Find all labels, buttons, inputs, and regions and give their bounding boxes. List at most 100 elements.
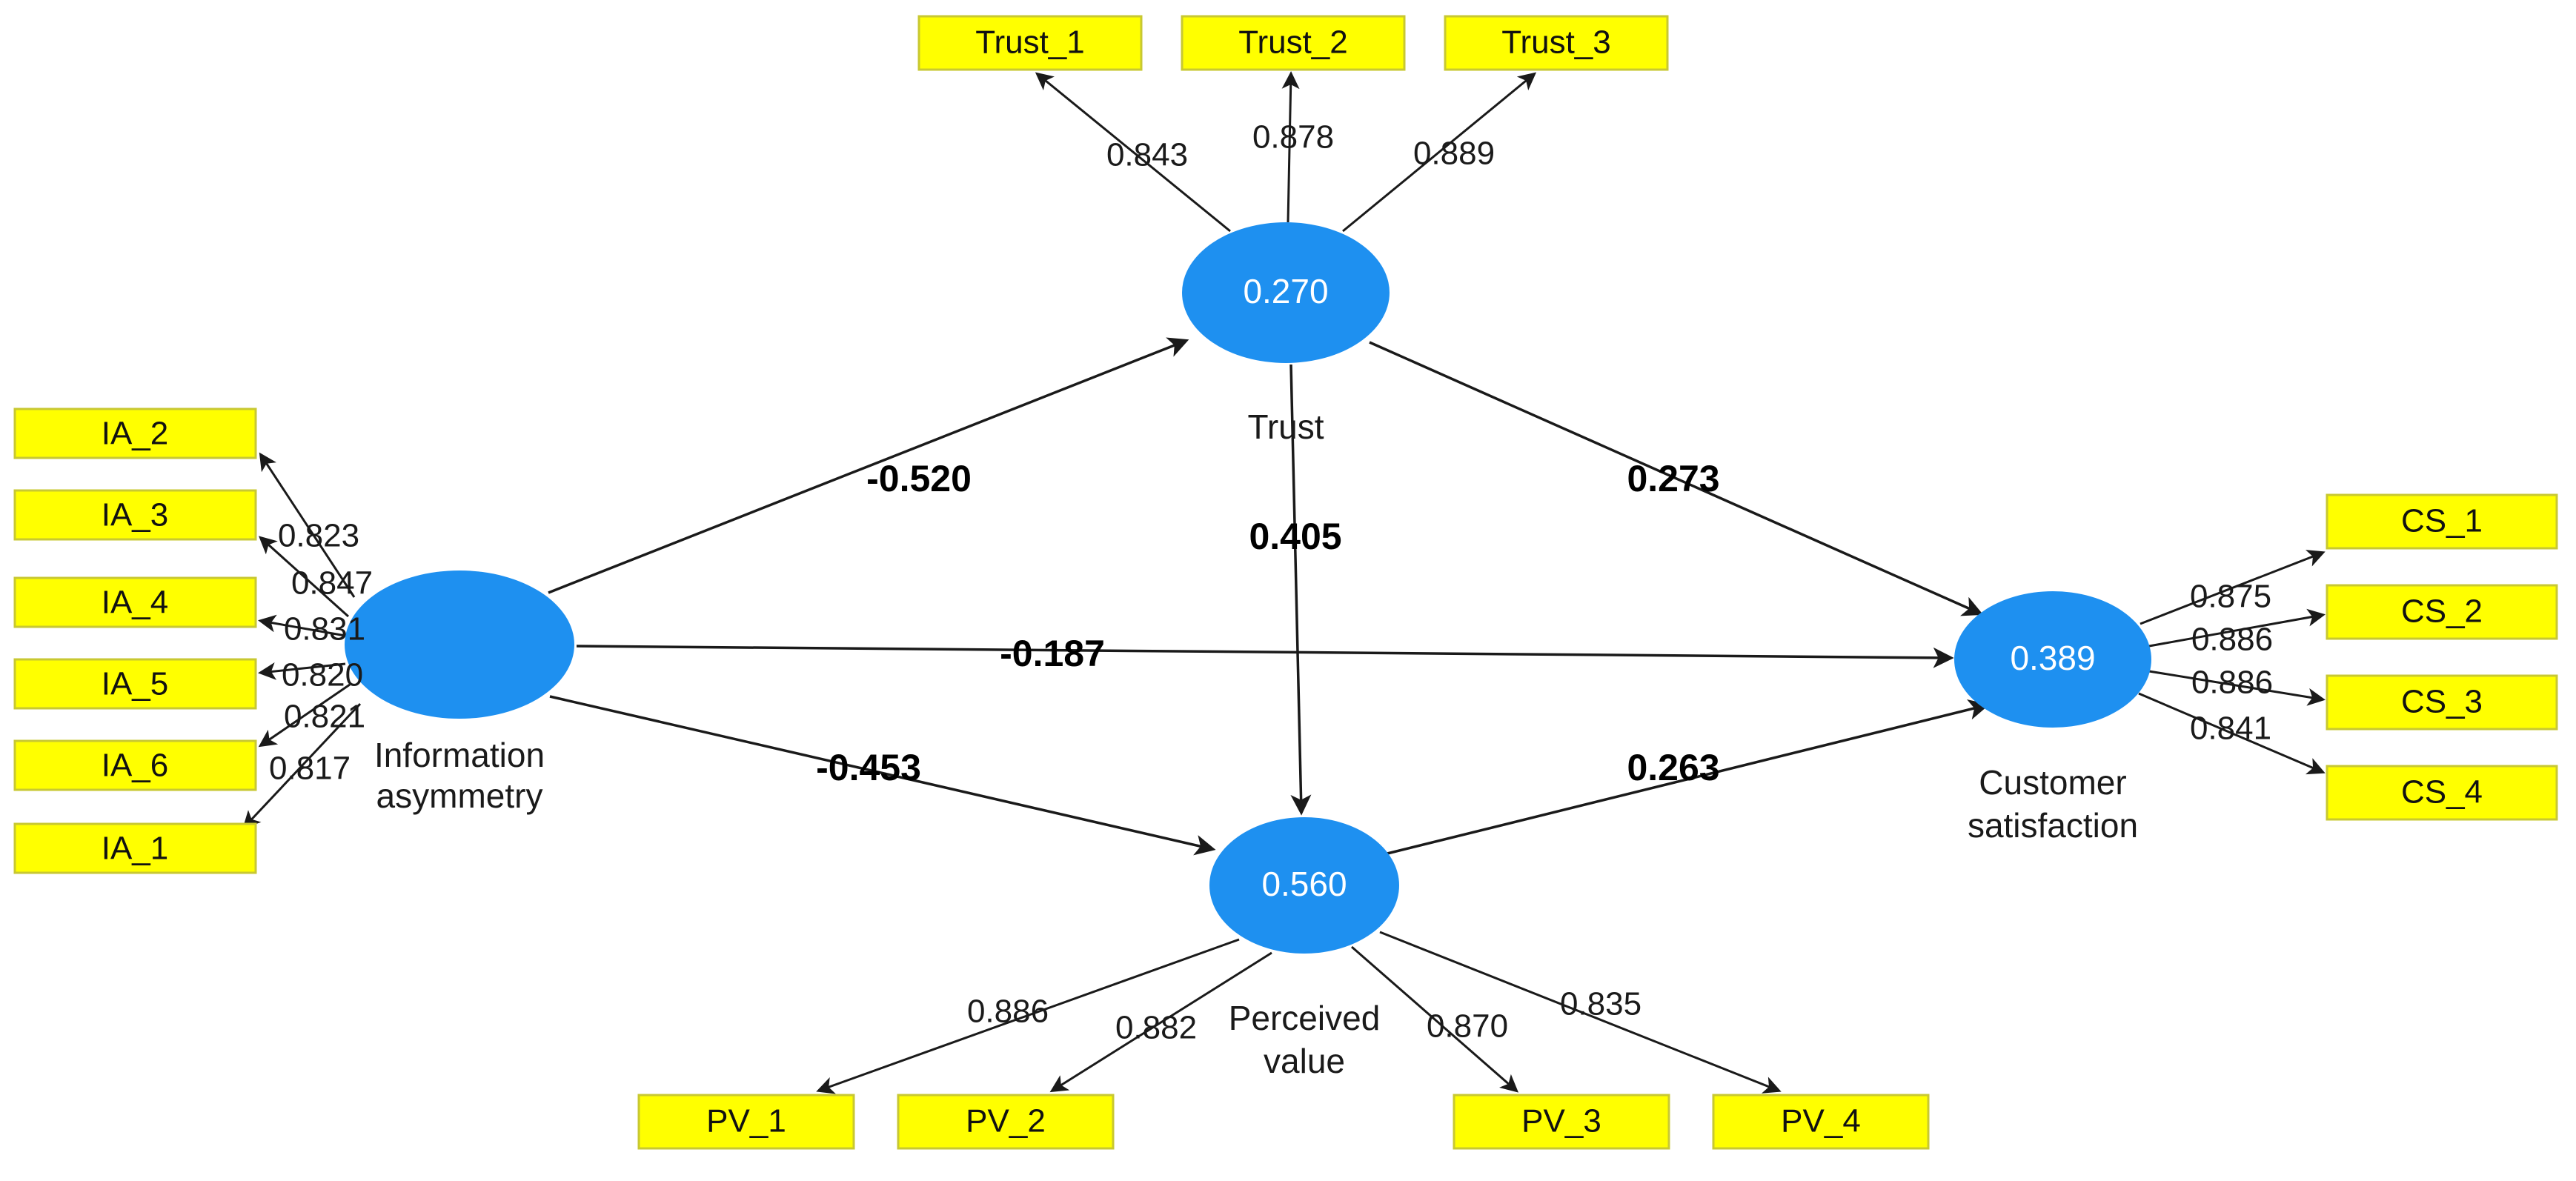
indicator-ia3[interactable]: IA_3 (13, 489, 257, 541)
construct-name-line2: value (1264, 1042, 1345, 1080)
loading-label-cs2: 0.886 (2191, 622, 2273, 658)
indicator-label: CS_3 (2401, 684, 2483, 720)
construct-name-line1: Customer (1979, 763, 2126, 802)
indicator-rect[interactable] (917, 15, 1143, 71)
indicator-rect[interactable] (13, 739, 257, 791)
indicator-label: IA_5 (102, 666, 169, 702)
indicator-ia2[interactable]: IA_2 (13, 407, 257, 459)
indicator-rect[interactable] (13, 822, 257, 874)
indicator-trust3[interactable]: Trust_3 (1444, 15, 1669, 71)
construct-ellipse[interactable] (1209, 817, 1399, 954)
indicator-pv4[interactable]: PV_4 (1712, 1094, 1930, 1150)
loading-label-trust1: 0.843 (1106, 137, 1188, 173)
indicator-trust1[interactable]: Trust_1 (917, 15, 1143, 71)
indicator-ia4[interactable]: IA_4 (13, 576, 257, 628)
indicator-label: Trust_3 (1501, 24, 1611, 61)
path-coefficient-labels: -0.520 -0.187 -0.453 0.405 0.273 0.263 (816, 458, 1719, 788)
indicator-rect[interactable] (637, 1094, 855, 1150)
edge-cs-cs4 (2138, 692, 2326, 775)
edges-cs-measurement (2138, 550, 2326, 775)
indicator-rect[interactable] (1181, 15, 1406, 71)
loading-label-ia6: 0.821 (284, 699, 365, 735)
indicator-label: Trust_1 (975, 24, 1085, 61)
indicator-ia6[interactable]: IA_6 (13, 739, 257, 791)
indicator-rect[interactable] (13, 489, 257, 541)
loading-label-trust2: 0.878 (1252, 119, 1334, 156)
edge-trust-to-cs (1369, 341, 1984, 616)
construct-name-line1: Perceived (1229, 999, 1381, 1037)
construct-name-line2: satisfaction (1968, 806, 2138, 845)
edges-ia-measurement (242, 452, 362, 829)
indicator-label: PV_3 (1521, 1103, 1601, 1140)
construct-ellipse[interactable] (345, 570, 574, 719)
indicator-cs1[interactable]: CS_1 (2326, 493, 2558, 550)
indicator-label: CS_2 (2401, 593, 2483, 630)
indicator-ia1[interactable]: IA_1 (13, 822, 257, 874)
loading-label-pv3: 0.870 (1427, 1008, 1508, 1045)
edge-pv-pv4 (1379, 931, 1782, 1094)
indicator-pv2[interactable]: PV_2 (897, 1094, 1115, 1150)
loading-label-cs1: 0.875 (2190, 579, 2271, 615)
edge-pv-to-cs (1387, 699, 1990, 855)
loading-label-pv4: 0.835 (1560, 986, 1641, 1022)
indicator-label: CS_4 (2401, 774, 2483, 811)
indicator-ia5[interactable]: IA_5 (13, 658, 257, 710)
edge-pv-pv3 (1351, 945, 1519, 1093)
edges-trust-measurement (1035, 71, 1537, 233)
edge-cs-cs1 (2140, 550, 2326, 625)
edge-pv-pv2 (1049, 951, 1272, 1093)
construct-name-line2: asymmetry (376, 776, 543, 815)
indicator-label: IA_2 (102, 416, 169, 452)
indicator-rect[interactable] (1712, 1094, 1930, 1150)
indicator-label: PV_4 (1781, 1103, 1861, 1140)
indicator-trust2[interactable]: Trust_2 (1181, 15, 1406, 71)
path-label-pv-cs: 0.263 (1627, 747, 1719, 788)
edges-structural (548, 337, 1990, 856)
construct-perceived-value[interactable]: 0.560 Perceived value (1209, 817, 1399, 1080)
indicator-rect[interactable] (897, 1094, 1115, 1150)
construct-trust[interactable]: 0.270 Trust (1182, 222, 1390, 446)
edge-pv-pv1 (816, 938, 1240, 1094)
indicator-rect[interactable] (13, 576, 257, 628)
indicator-pv3[interactable]: PV_3 (1453, 1094, 1670, 1150)
construct-r2-value: 0.389 (2010, 639, 2095, 677)
path-label-trust-pv: 0.405 (1249, 516, 1341, 557)
indicator-label: CS_1 (2401, 503, 2483, 539)
indicator-rect[interactable] (2326, 584, 2558, 640)
edge-ia-ia4 (258, 614, 346, 637)
loading-label-pv2: 0.882 (1115, 1010, 1197, 1046)
indicator-label: IA_3 (102, 497, 169, 533)
edge-trust-tr1 (1035, 72, 1231, 233)
edge-cs-cs3 (2148, 670, 2326, 706)
indicator-rect[interactable] (1444, 15, 1669, 71)
indicator-cs2[interactable]: CS_2 (2326, 584, 2558, 640)
loading-label-ia2: 0.823 (278, 518, 359, 554)
construct-customer-satisfaction[interactable]: 0.389 Customer satisfaction (1954, 591, 2151, 845)
indicator-rect[interactable] (2326, 765, 2558, 821)
indicator-rect[interactable] (2326, 493, 2558, 550)
edge-ia-to-cs (576, 645, 1954, 668)
indicator-label: IA_1 (102, 831, 169, 867)
edge-trust-tr3 (1342, 72, 1537, 233)
construct-r2-value: 0.270 (1243, 272, 1328, 310)
construct-name-line1: Information (374, 736, 545, 774)
indicator-cs4[interactable]: CS_4 (2326, 765, 2558, 821)
indicator-label: Trust_2 (1238, 24, 1348, 61)
construct-ellipse[interactable] (1954, 591, 2151, 728)
indicator-cs3[interactable]: CS_3 (2326, 674, 2558, 731)
construct-information-asymmetry[interactable]: Information asymmetry (345, 570, 574, 815)
indicator-rect[interactable] (13, 407, 257, 459)
path-label-ia-trust: -0.520 (866, 458, 972, 499)
indicator-boxes: IA_2 IA_3 IA_4 IA_5 IA_6 (13, 15, 2558, 1150)
edge-ia-to-trust (548, 337, 1189, 594)
indicator-rect[interactable] (13, 658, 257, 710)
edge-cs-cs2 (2148, 608, 2326, 648)
edges-pv-measurement (816, 931, 1782, 1094)
construct-ellipse[interactable] (1182, 222, 1390, 363)
indicator-pv1[interactable]: PV_1 (637, 1094, 855, 1150)
indicator-rect[interactable] (1453, 1094, 1670, 1150)
loading-labels: 0.823 0.847 0.831 0.820 0.821 0.817 0.84… (269, 119, 2273, 1046)
indicator-rect[interactable] (2326, 674, 2558, 731)
path-label-trust-cs: 0.273 (1627, 458, 1719, 499)
